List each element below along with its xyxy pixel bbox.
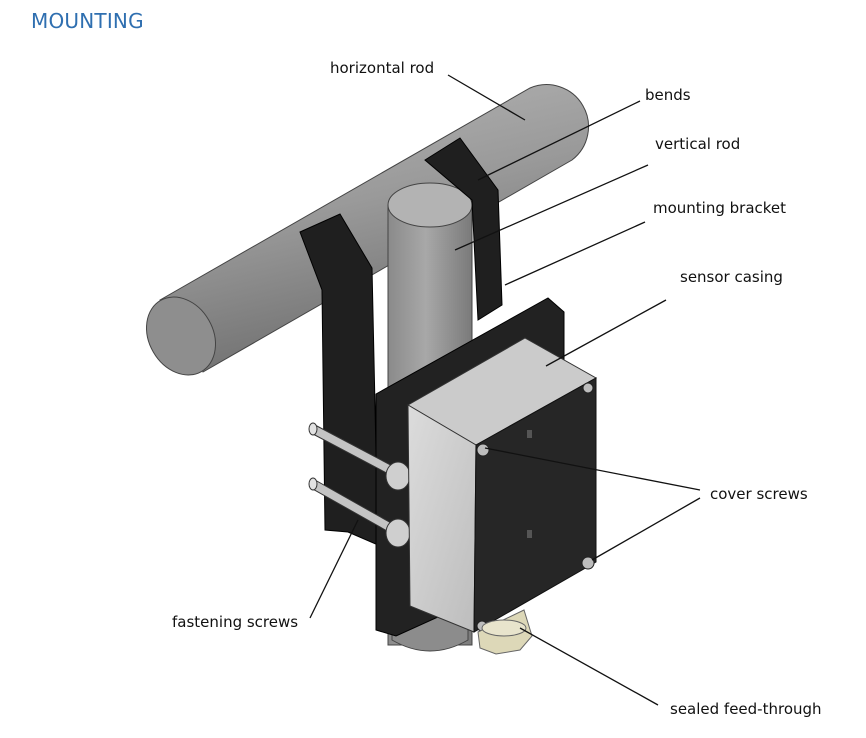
sealed-feed-through (477, 609, 533, 655)
label-sealed-feed-through: sealed feed-through (670, 700, 822, 718)
leader-cover-screws-1 (484, 447, 701, 491)
screw-head (385, 518, 411, 548)
leader-cover-screws-2 (591, 497, 701, 561)
screw-head (385, 461, 411, 491)
label-bends: bends (645, 86, 691, 104)
leader-bends (477, 100, 641, 181)
leader-horizontal-rod (447, 74, 526, 121)
fastening-screw (308, 422, 401, 479)
label-vertical-rod: vertical rod (655, 135, 740, 153)
leader-sensor-casing (545, 299, 667, 367)
horizontal-rod (146, 84, 589, 376)
leader-fastening-screws (309, 519, 359, 619)
label-mounting-bracket: mounting bracket (653, 199, 786, 217)
label-fastening-screws: fastening screws (172, 613, 298, 631)
leader-lines (309, 74, 701, 706)
label-cover-screws: cover screws (710, 485, 808, 503)
label-sensor-casing: sensor casing (680, 268, 783, 286)
cover-screw (476, 443, 490, 457)
cover-screw (581, 556, 595, 570)
label-horizontal-rod: horizontal rod (330, 59, 434, 77)
page-title: MOUNTING (31, 9, 144, 33)
leader-mounting-bracket (504, 221, 646, 286)
fastening-screws (308, 422, 411, 548)
leader-sealed-feed-through (519, 627, 659, 706)
leader-vertical-rod (454, 164, 649, 251)
cover-screw (582, 382, 594, 394)
